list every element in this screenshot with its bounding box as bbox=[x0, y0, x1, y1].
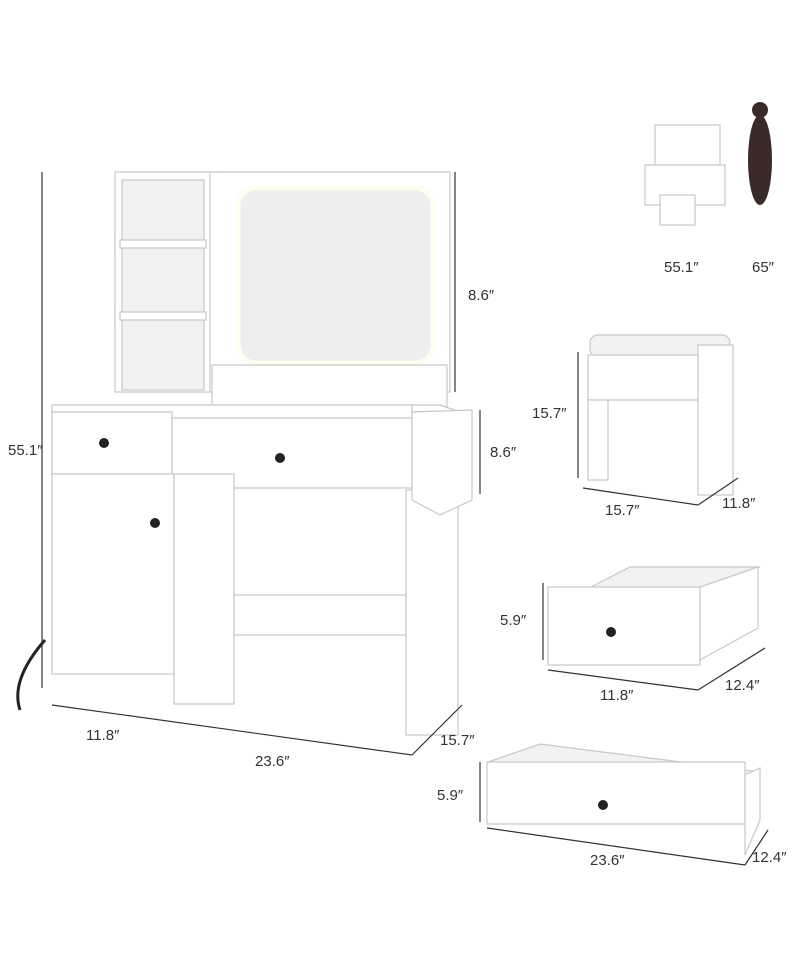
large-drawer-depth-label: 12.4″ bbox=[752, 849, 787, 866]
large-drawer-illustration bbox=[486, 743, 762, 856]
desk-width-label: 23.6″ bbox=[255, 753, 290, 770]
vanity-illustration bbox=[16, 171, 473, 736]
small-drawer-height-label: 5.9″ bbox=[500, 612, 527, 629]
stool-illustration bbox=[587, 334, 734, 496]
total-height-label: 55.1″ bbox=[8, 442, 43, 459]
size-comparison: 55.1″ 65″ bbox=[644, 102, 775, 276]
stool-height-label: 15.7″ bbox=[532, 405, 567, 422]
small-drawer-width-label: 11.8″ bbox=[600, 687, 634, 704]
mirror-height-label: 8.6″ bbox=[468, 287, 495, 304]
small-drawer-depth-label: 12.4″ bbox=[725, 677, 760, 694]
comparison-person-height: 65″ bbox=[752, 259, 775, 276]
large-drawer-height-label: 5.9″ bbox=[437, 787, 464, 804]
drawer-height-label: 8.6″ bbox=[490, 444, 517, 461]
stool-depth-label: 11.8″ bbox=[722, 495, 756, 512]
cabinet-width-label: 11.8″ bbox=[86, 727, 120, 744]
small-drawer-illustration bbox=[547, 566, 761, 666]
person-silhouette bbox=[748, 115, 772, 205]
depth-label: 15.7″ bbox=[440, 732, 475, 749]
comparison-vanity-height: 55.1″ bbox=[664, 259, 699, 276]
stool-width-label: 15.7″ bbox=[605, 502, 640, 519]
large-drawer-width-label: 23.6″ bbox=[590, 852, 625, 869]
